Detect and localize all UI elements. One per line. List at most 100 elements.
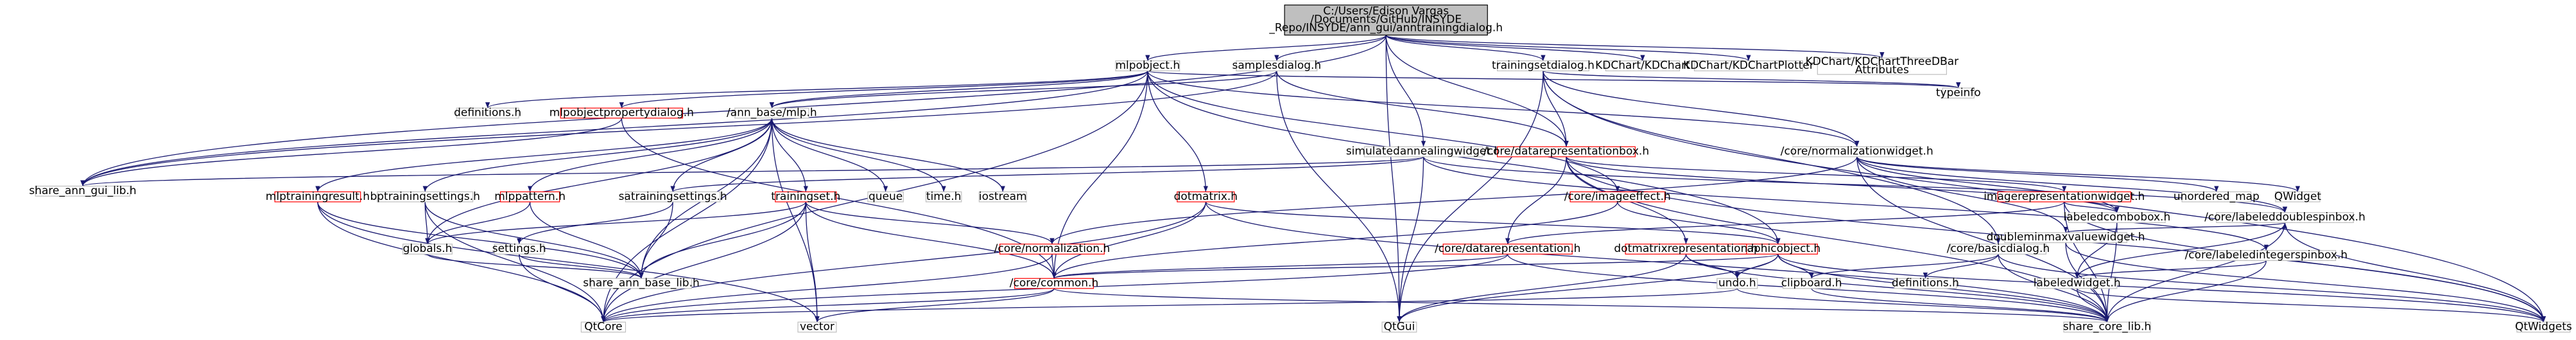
edge-globals-share_ann_base	[427, 253, 644, 279]
node-label: KDChart/KDChartPlotter	[1683, 59, 1814, 72]
node-queue[interactable]: queue	[867, 190, 904, 203]
node-share_ann_gui[interactable]: share_ann_gui_lib.h	[29, 184, 136, 197]
node-label: settings.h	[492, 242, 546, 255]
edge-mlptrainingresult-qtcore	[317, 202, 606, 323]
node-datarepresentationbox[interactable]: /core/datarepresentationbox.h	[1483, 145, 1649, 158]
node-simulatedannealing[interactable]: simulatedannealingwidget.h	[1346, 145, 1501, 158]
node-box	[1783, 278, 1841, 289]
node-share_ann_base[interactable]: share_ann_base_lib.h	[583, 277, 700, 290]
node-ann_base_mlp[interactable]: /ann_base/mlp.h	[727, 106, 817, 119]
edge-trainingset-qtcore	[601, 202, 806, 323]
node-basicdialog[interactable]: /core/basicdialog.h	[1947, 242, 2050, 255]
node-kdchartplotter[interactable]: KDChart/KDChartPlotter	[1683, 59, 1814, 72]
node-box	[2275, 191, 2321, 202]
node-kdchart[interactable]: KDChart/KDChart	[1595, 59, 1690, 72]
edge-mlpobject-typeinfo	[1147, 70, 1960, 89]
node-satrainingsettings[interactable]: satrainingsettings.h	[619, 190, 727, 203]
node-mlpobjectproperty[interactable]: mlpobjectpropertydialog.h	[549, 106, 694, 119]
edge-graphicobject-core_common	[1051, 253, 1779, 279]
node-box	[1014, 278, 1094, 289]
node-trainingsetdialog[interactable]: trainingsetdialog.h	[1492, 59, 1595, 72]
node-imagerepresentation[interactable]: imagerepresentationwidget.h	[1984, 190, 2145, 203]
node-normalizationwidget[interactable]: /core/normalizationwidget.h	[1781, 145, 1933, 158]
node-label: unordered_map	[2174, 190, 2260, 203]
node-core_common[interactable]: /core/common.h	[1010, 277, 1099, 290]
node-definitions_core[interactable]: definitions.h	[1892, 277, 1959, 290]
node-label: share_ann_base_lib.h	[583, 277, 700, 290]
node-label: QtGui	[1384, 320, 1415, 333]
node-label: vector	[800, 320, 834, 333]
node-dotmatrixrepresentation[interactable]: dotmatrixrepresentation.h	[1614, 242, 1758, 255]
node-graphicobject[interactable]: graphicobject.h	[1736, 242, 1820, 255]
node-core_datarepresentation[interactable]: /core/datarepresentation.h	[1435, 242, 1580, 255]
node-label: imagerepresentationwidget.h	[1984, 190, 2145, 203]
node-label: share_ann_gui_lib.h	[29, 184, 136, 197]
node-qtgui[interactable]: QtGui	[1381, 320, 1417, 333]
node-root[interactable]: C:/Users/Edison Vargas/Documents/GitHub/…	[1268, 4, 1503, 36]
node-label: QtWidgets	[2515, 320, 2572, 333]
edge-mlpobject-definitions_top	[485, 70, 1148, 109]
node-label: labeledwidget.h	[2034, 277, 2121, 290]
node-trainingset[interactable]: trainingset.h	[771, 190, 840, 203]
node-label: mlptrainingresult.h	[266, 190, 370, 203]
node-imageeffect[interactable]: /core/imageeffect.h	[1564, 190, 1671, 203]
node-samplesdialog[interactable]: samplesdialog.h	[1232, 59, 1322, 72]
node-qtwidgets[interactable]: QtWidgets	[2515, 320, 2572, 333]
node-unordered_map[interactable]: unordered_map	[2174, 190, 2260, 203]
edge-samplesdialog-datarepresentationbox	[1276, 71, 1569, 147]
node-mlptrainingresult[interactable]: mlptrainingresult.h	[266, 190, 370, 203]
edge-clipboard-share_core	[1811, 288, 2110, 323]
node-labeledcombobox[interactable]: labeledcombobox.h	[2063, 211, 2170, 224]
node-qtcore[interactable]: QtCore	[580, 320, 627, 333]
node-label: undo.h	[1718, 277, 1756, 290]
node-label: /core/labeledintegerspinbox.h	[2185, 249, 2348, 262]
edge-root-kdchartplotter	[1385, 34, 1751, 62]
node-box	[1236, 60, 1318, 71]
edge-mlppattern-globals	[425, 201, 531, 244]
edge-mlpobject-graphicobject	[1147, 71, 1781, 244]
node-box	[1605, 60, 1681, 71]
node-mlppattern[interactable]: mlppattern.h	[494, 190, 566, 203]
node-undoh[interactable]: undo.h	[1716, 277, 1758, 290]
node-mlpobject[interactable]: mlpobject.h	[1115, 59, 1180, 72]
node-label: share_core_lib.h	[2063, 320, 2151, 333]
edge-mlppattern-share_ann_base	[529, 202, 644, 279]
edge-imagerepresentation-share_core	[2064, 202, 2110, 323]
node-box	[625, 191, 721, 202]
node-box	[734, 107, 809, 119]
node-clipboard[interactable]: clipboard.h	[1781, 277, 1842, 290]
node-label: KDChart/KDChartThreeDBar	[1806, 55, 1959, 68]
node-label: /core/datarepresentationbox.h	[1483, 145, 1649, 158]
node-dotmatrix[interactable]: dotmatrix.h	[1174, 190, 1238, 203]
node-label: /core/normalization.h	[994, 242, 1111, 255]
edge-mlptrainingresult-vector	[317, 202, 820, 323]
node-bptrainingsettings[interactable]: bptrainingsettings.h	[370, 190, 480, 203]
edge-root-datarepresentationbox	[1385, 35, 1569, 147]
node-box	[999, 244, 1105, 255]
node-core_normalization[interactable]: /core/normalization.h	[994, 242, 1111, 255]
edge-core_common-share_core	[1053, 288, 2109, 323]
node-qwidget[interactable]: QWidget	[2274, 190, 2322, 203]
node-label: labeledcombobox.h	[2063, 211, 2170, 224]
node-labeledwidget[interactable]: labeledwidget.h	[2034, 277, 2121, 290]
node-definitions_top[interactable]: definitions.h	[454, 106, 521, 119]
node-settings[interactable]: settings.h	[492, 242, 546, 255]
node-typeinfo[interactable]: typeinfo	[1936, 86, 1981, 99]
node-globals[interactable]: globals.h	[402, 242, 453, 255]
edge-mlpobject-ann_base_mlp	[769, 70, 1148, 109]
node-label: bptrainingsettings.h	[370, 190, 480, 203]
edge-trainingset-globals	[425, 201, 806, 245]
node-share_core[interactable]: share_core_lib.h	[2063, 320, 2151, 333]
node-doubleminmax[interactable]: doubleminmaxvaluewidget.h	[1987, 231, 2145, 244]
node-iostream[interactable]: iostream	[978, 190, 1027, 203]
node-vector[interactable]: vector	[797, 320, 837, 333]
edge-imageeffect-core_common	[1051, 201, 1618, 279]
edge-normalizationwidget-labeledcombobox	[1856, 156, 2120, 213]
node-timeh[interactable]: time.h	[925, 190, 962, 203]
node-label: Attributes	[1855, 64, 1909, 76]
node-labeledintegerspinbox[interactable]: /core/labeledintegerspinbox.h	[2185, 249, 2348, 262]
node-label: KDChart/KDChart	[1595, 59, 1690, 72]
edge-bptrainingsettings-share_ann_base	[424, 202, 644, 279]
node-labeleddoublespinbox[interactable]: /core/labeleddoublespinbox.h	[2204, 211, 2365, 224]
